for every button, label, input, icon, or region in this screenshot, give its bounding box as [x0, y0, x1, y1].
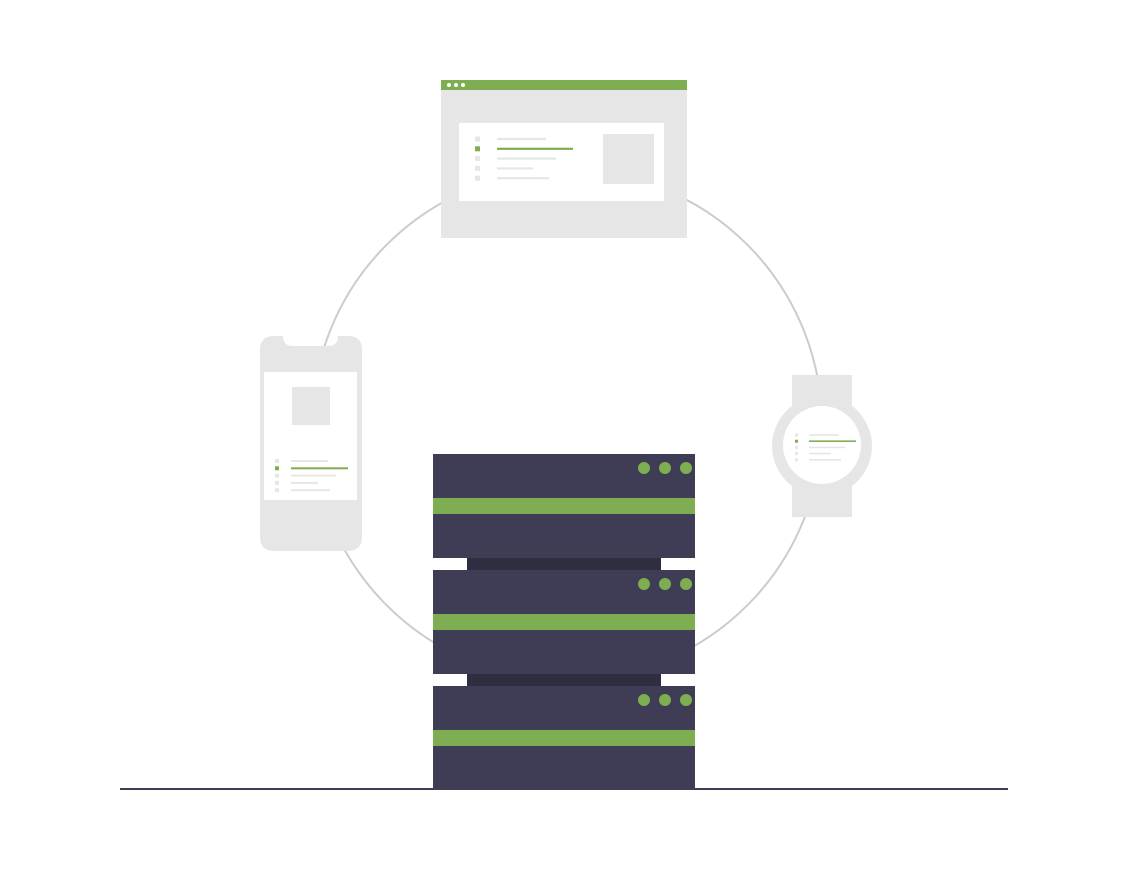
list-bullet — [275, 488, 279, 493]
list-line — [291, 467, 348, 470]
list-bullet — [475, 165, 480, 171]
status-light-icon — [638, 462, 650, 474]
status-light-icon — [680, 578, 692, 590]
list-line — [291, 460, 328, 462]
status-light-icon — [659, 462, 671, 474]
list-line — [497, 167, 533, 170]
status-light-icon — [659, 694, 671, 706]
server-connector — [467, 674, 661, 686]
list-line — [291, 474, 336, 477]
list-line — [809, 459, 841, 461]
server-stripe — [433, 614, 695, 630]
list-bullet — [795, 458, 798, 462]
watch-list — [795, 433, 856, 462]
list-bullet — [795, 445, 798, 449]
status-light-icon — [659, 578, 671, 590]
list-line — [497, 147, 573, 150]
list-bullet — [795, 439, 798, 443]
browser-dot-icon — [447, 83, 451, 87]
server-stripe — [433, 498, 695, 514]
list-bullet — [275, 473, 279, 478]
list-bullet — [475, 146, 480, 152]
status-light-icon — [638, 694, 650, 706]
list-bullet — [275, 480, 279, 485]
list-line — [291, 489, 330, 492]
browser-dot-icon — [454, 83, 458, 87]
list-bullet — [475, 175, 480, 181]
status-light-icon — [638, 578, 650, 590]
browser-list — [475, 136, 573, 181]
list-line — [809, 446, 845, 449]
list-line — [809, 452, 831, 455]
list-line — [809, 440, 856, 442]
watch-face — [783, 406, 861, 484]
list-bullet — [475, 156, 480, 162]
list-bullet — [795, 433, 798, 437]
list-bullet — [275, 459, 279, 463]
server-stack — [433, 454, 695, 790]
list-bullet — [275, 466, 279, 471]
image-placeholder — [603, 134, 654, 184]
status-light-icon — [680, 462, 692, 474]
status-light-icon — [680, 694, 692, 706]
list-line — [497, 157, 556, 160]
browser-window — [441, 80, 687, 238]
list-bullet — [475, 136, 480, 142]
server-stripe — [433, 730, 695, 746]
browser-dot-icon — [461, 83, 465, 87]
list-line — [809, 434, 839, 436]
phone-list — [275, 459, 348, 493]
list-bullet — [795, 452, 798, 456]
list-line — [497, 137, 546, 141]
list-line — [497, 177, 549, 180]
smartphone — [260, 336, 362, 551]
list-line — [291, 481, 318, 484]
image-placeholder — [292, 387, 330, 425]
smartwatch — [772, 375, 872, 517]
server-connector — [467, 558, 661, 570]
browser-title-bar — [441, 80, 687, 90]
